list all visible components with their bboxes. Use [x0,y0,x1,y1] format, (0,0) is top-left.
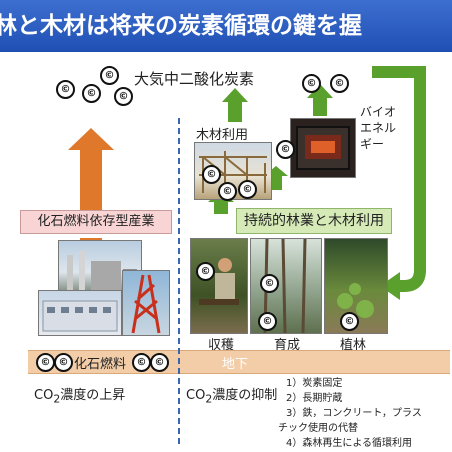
co2-subscript: 2 [205,392,213,406]
note-item: 4）森林再生による循環利用 [286,438,413,449]
bioenergy-to-atmosphere-arrow [307,84,333,116]
carbon-icon: © [56,80,75,99]
carbon-icon: © [114,87,133,106]
carbon-icon: © [150,353,169,372]
note-item: チック使用の代替 [278,423,358,434]
title-bar: 林と木材は将来の炭素循環の鍵を握 [0,0,452,52]
carbon-icon: © [196,262,215,281]
co2-subscript: 2 [53,392,61,406]
bioenergy-label-line: ギー [360,137,385,151]
co2-rise-label: CO2濃度の上昇 [34,384,125,406]
factory-building-photo [38,290,122,336]
carbon-icon: © [340,312,359,331]
carbon-icon: © [276,140,295,159]
co2-suffix: 濃度の上昇 [60,388,126,403]
note-item: 2）長期貯蔵 [286,393,343,404]
underground-label: 地下 [222,357,249,372]
stage-label-planting: 植林 [340,338,367,353]
co2-prefix: CO [186,388,206,403]
bioenergy-label-line: バイオ [360,105,397,119]
carbon-icon: © [36,353,55,372]
fossil-industry-box: 化石燃料依存型産業 [20,210,172,234]
bioenergy-label-line: エネル [360,121,397,135]
underground-bar [28,350,450,374]
co2-prefix: CO [34,388,54,403]
co2-suppression-label: CO2濃度の抑制 [186,384,277,406]
wood-stove-photo [290,118,356,178]
carbon-icon: © [202,165,221,184]
carbon-icon: © [218,182,237,201]
carbon-icon: © [54,353,73,372]
fossil-fuel-label: 化石燃料 [74,357,127,372]
carbon-icon: © [132,353,151,372]
bioenergy-label: バイオ エネル ギー [360,104,396,152]
page-title: 林と木材は将来の炭素循環の鍵を握 [0,13,362,39]
carbon-cycle-arrow [372,66,426,300]
fossil-emission-arrow [68,128,114,256]
carbon-icon: © [260,274,279,293]
carbon-icon: © [302,74,321,93]
steel-tower-photo [122,270,170,336]
carbon-icon: © [330,74,349,93]
note-item: 1）炭素固定 [286,378,343,389]
sustainable-forestry-box: 持続的林業と木材利用 [236,208,392,234]
section-divider [178,118,180,444]
stage-label-harvest: 収穫 [208,338,235,353]
harvest-photo [190,238,248,334]
benefit-notes: 1）炭素固定 2）長期貯蔵 3）鉄，コンクリート，プラス チック使用の代替 4）… [278,376,452,451]
carbon-icon: © [100,66,119,85]
carbon-icon: © [82,84,101,103]
co2-suffix: 濃度の抑制 [212,388,278,403]
carbon-icon: © [258,312,277,331]
carbon-icon: © [238,180,257,199]
stage-label-growing: 育成 [274,338,301,353]
wood-use-label: 木材利用 [196,128,249,143]
atmosphere-co2-label: 大気中二酸化炭素 [134,70,255,88]
note-item: 3）鉄，コンクリート，プラス [286,408,422,419]
wood-to-atmosphere-arrow [222,88,248,122]
